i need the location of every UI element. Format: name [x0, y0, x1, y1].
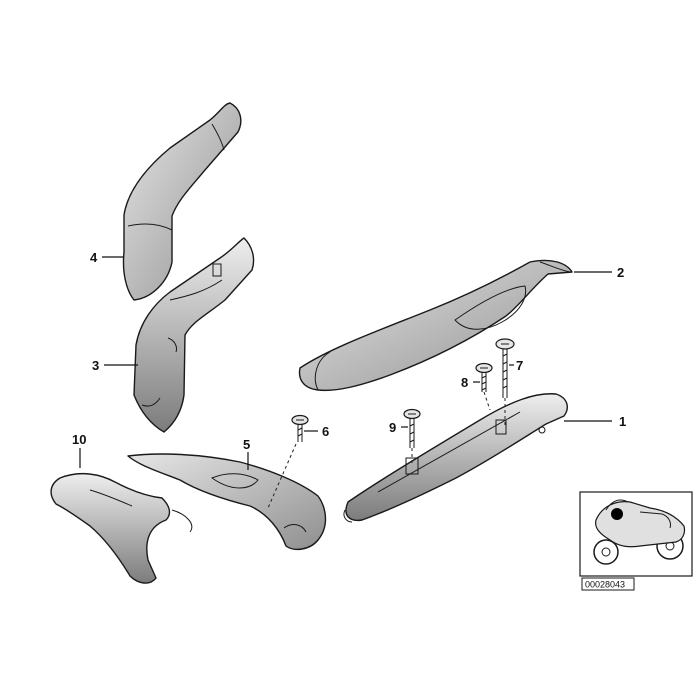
callout-5: 5: [243, 437, 250, 452]
callout-8: 8: [461, 375, 468, 390]
part-5-center-cover: [127, 453, 327, 551]
callout-9: 9: [389, 420, 396, 435]
part-1-lower-trim: [343, 393, 568, 523]
highlight-dot-icon: [611, 508, 623, 520]
screw-9: [403, 408, 421, 448]
callout-leaders: [79, 256, 612, 470]
inset-thumbnail: 00028043: [579, 491, 693, 591]
callout-1: 1: [619, 414, 626, 429]
callout-3: 3: [92, 358, 99, 373]
screw-7: [495, 338, 515, 398]
motorcycle-thumbnail-icon: [593, 499, 686, 565]
part-2-long-trim: [298, 259, 573, 392]
screw-6: [291, 414, 309, 442]
callout-4: 4: [90, 250, 98, 265]
part-10-fork-cover: [50, 472, 193, 584]
callout-7: 7: [516, 358, 523, 373]
assembly-lines: [267, 391, 506, 509]
part-3-bracket-cover: [133, 237, 255, 433]
callout-2: 2: [617, 265, 624, 280]
part-4-upper-cover: [122, 102, 242, 301]
callout-labels: 4 3 2 1 5 6 7 8 9 10: [72, 250, 626, 452]
callout-6: 6: [322, 424, 329, 439]
screw-8: [475, 362, 493, 392]
reference-number: 00028043: [585, 580, 625, 590]
callout-10: 10: [72, 432, 86, 447]
